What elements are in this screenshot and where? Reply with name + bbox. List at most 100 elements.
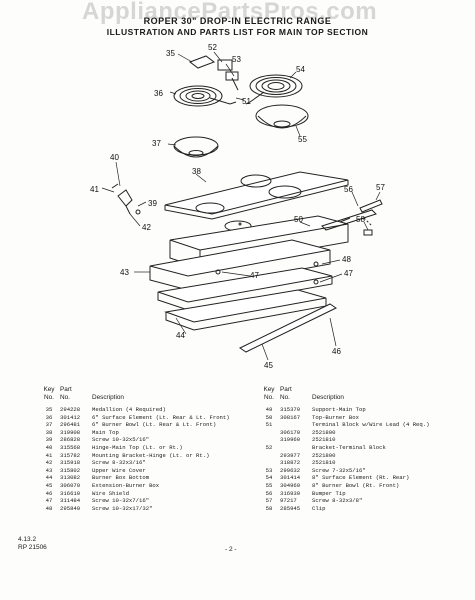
callout-37: 37 [152,139,161,148]
cell-part: 319960 [280,436,301,444]
cell-key: 57 [265,497,273,505]
cell-key: 48 [45,504,53,512]
callout-54: 54 [296,65,305,74]
support-main-top [321,209,377,231]
cell-key: 54 [265,474,273,482]
cell-part: 301414 [280,474,301,482]
cell-part: 304969 [280,481,301,489]
cell-part: 308167 [280,413,301,421]
screws [135,209,319,285]
cell-key: 49 [265,406,273,413]
cell-key: 47 [45,497,53,505]
cell-desc: 2521810 [312,459,336,467]
table-row: 49 315379 Support-Main Top [258,406,430,414]
cell-part: 299632 [280,466,301,474]
callout-40: 40 [110,153,119,162]
cell-desc: Screw 8-32x3/16" [92,459,146,467]
cell-desc: Screw 8-32x3/8" [312,497,363,505]
cell-desc: Screw 10-32x7/16" [92,497,150,505]
callout-44: 44 [176,331,185,340]
cell-key: 46 [45,489,53,497]
callout-47a: 47 [250,271,259,280]
cell-part: 315379 [280,406,301,413]
cell-part: 306070 [60,481,81,489]
cell-part: 97217 [280,497,297,505]
cell-desc: Extension-Burner Box [92,481,160,489]
exploded-diagram: 35 52 53 54 36 51 55 37 40 38 41 39 42 5… [90,43,385,370]
callout-52: 52 [208,43,217,52]
surface-element-6in [173,85,237,107]
callout-45: 45 [264,361,273,370]
cell-part: 285945 [280,504,301,512]
cell-desc: 2521810 [312,436,336,444]
page-number: - 2 - [225,546,237,553]
cell-key: 44 [45,474,53,482]
doc-code: 4.13.2 [18,536,37,543]
cell-desc: 6" Surface Element (Lt. Rear & Lt. Front… [92,413,230,421]
cell-key: 38 [45,428,53,436]
cell-desc: Clip [312,504,326,512]
burner-bowl-8in [255,104,309,129]
cell-desc: Terminal Block w/Wire Lead (4 Req.) [312,421,430,429]
burner-bowl-6in [173,136,219,158]
cell-part: 306170 [280,428,301,436]
callout-42: 42 [142,223,151,232]
cell-key: 53 [265,466,273,474]
cell-desc: 8" Surface Element (Rt. Rear) [312,474,410,482]
cell-desc: Burner Box Bottom [92,474,150,482]
hinge-part [111,183,133,215]
cell-key [258,452,280,460]
callout-47b: 47 [344,269,353,278]
main-top [164,171,349,232]
cell-key: 50 [265,413,273,421]
table-row: 45 306070 Extension-Burner Box [38,482,230,490]
callout-58: 58 [356,215,365,224]
cell-desc: 2521800 [312,428,336,436]
callout-41: 41 [90,185,99,194]
cell-key: 39 [45,436,53,444]
cell-part: 286828 [60,436,81,444]
cell-key: 45 [45,481,53,489]
cell-part: 293977 [280,451,301,459]
cell-part: 315782 [60,451,81,459]
cell-key [258,436,280,444]
page-title: ROPER 30" DROP-IN ELECTRIC RANGE [143,16,332,26]
callout-38: 38 [192,167,201,176]
table-row: 306170 2521800 [258,429,430,437]
cell-desc: Bumper Tip [312,489,346,497]
cell-desc: Screw 7-32x5/16" [312,466,366,474]
cell-desc: Bracket-Terminal Block [312,443,386,451]
cell-key: 56 [265,489,273,497]
cell-part [280,421,312,429]
cell-desc: 6" Burner Bowl (Lt. Rear & Lt. Front) [92,421,217,429]
cell-desc: Support-Main Top [312,406,366,413]
cell-part: 315802 [60,466,81,474]
cell-key: 37 [45,421,53,429]
cell-part: 296481 [60,421,81,429]
cell-desc: Hinge-Main Top (Lt. or Rt.) [92,443,183,451]
callout-53: 53 [232,55,241,64]
cell-desc: 2521800 [312,451,336,459]
callout-35: 35 [166,49,175,58]
cell-part: 318872 [280,459,301,467]
callout-55: 55 [298,135,307,144]
table-row: 53 299632 Screw 7-32x5/16" [258,467,430,475]
cell-part: 316610 [60,489,81,497]
burner-box-extension [164,289,327,331]
cell-part: 315918 [60,459,81,467]
cell-desc: Mounting Bracket-Hinge (Lt. or Rt.) [92,451,210,459]
